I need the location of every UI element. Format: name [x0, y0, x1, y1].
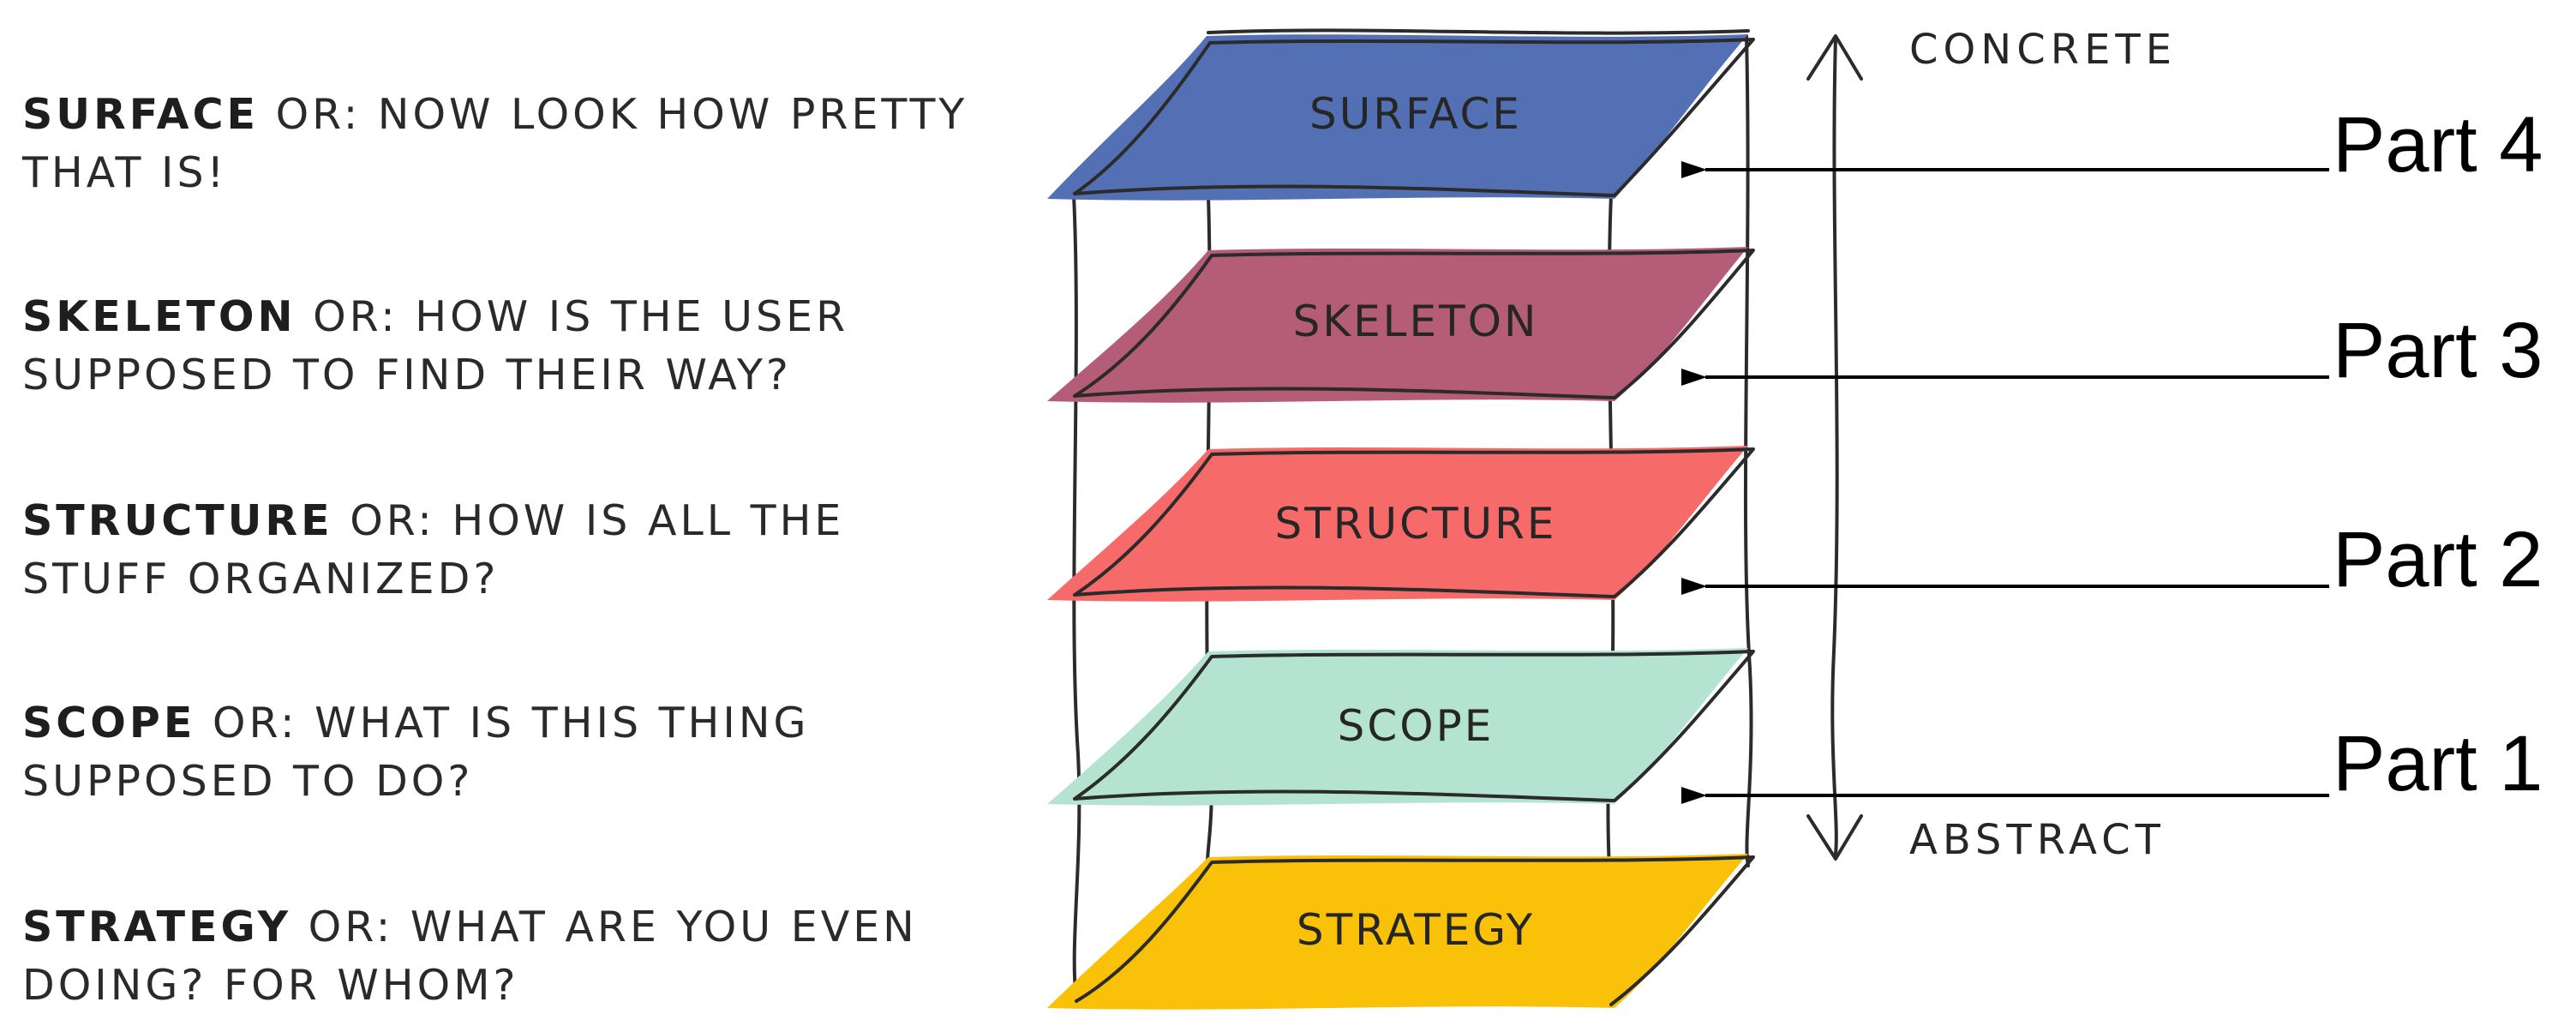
description-question: OR: WHAT IS THIS THING: [195, 699, 810, 747]
part-label: Part 4: [2333, 101, 2543, 189]
layer-label-surface: SURFACE: [1309, 89, 1522, 139]
description-skeleton: SKELETON OR: HOW IS THE USER SUPPOSED TO…: [22, 288, 1051, 405]
layer-strategy-outline: [1075, 855, 1755, 1006]
layer-planes: SURFACE SKELETON STRUCTURE SCOPE STRATEG: [1047, 34, 1755, 1010]
layer-descriptions: SURFACE OR: NOW LOOK HOW PRETTY THAT IS!…: [0, 0, 1063, 1032]
part-label: Part 2: [2333, 516, 2543, 603]
description-line-2: STUFF ORGANIZED?: [22, 555, 500, 603]
part-label: Part 3: [2333, 307, 2543, 394]
part-pointers: Part 4 Part 3 Part 2 Part 1: [1681, 101, 2543, 807]
description-term: SCOPE: [22, 699, 196, 747]
layer-plane-scope: SCOPE: [1047, 648, 1755, 806]
layer-label-strategy: STRATEGY: [1297, 905, 1535, 955]
description-line-1: STRATEGY OR: WHAT ARE YOU EVEN: [22, 898, 1051, 957]
part-pointer-3: Part 3: [1681, 307, 2543, 394]
layer-label-scope: SCOPE: [1338, 701, 1495, 751]
frame-top-edge: [1207, 28, 1750, 35]
concrete-abstract-axis: CONCRETE ABSTRACT: [1806, 26, 2177, 864]
description-line-2: THAT IS!: [22, 148, 228, 197]
layer-plane-strategy: STRATEGY: [1047, 854, 1755, 1010]
layer-strategy-shape: [1047, 854, 1748, 1010]
layer-plane-structure: STRUCTURE: [1047, 446, 1755, 602]
description-line-1: SURFACE OR: NOW LOOK HOW PRETTY: [22, 86, 1051, 144]
description-term: SURFACE: [22, 90, 260, 139]
description-term: SKELETON: [22, 292, 297, 341]
axis-shaft: [1830, 36, 1839, 855]
part-pointer-2: Part 2: [1681, 516, 2543, 603]
part-pointer-4: Part 4: [1681, 101, 2543, 189]
description-line-2: SUPPOSED TO FIND THEIR WAY?: [22, 351, 792, 399]
layer-label-structure: STRUCTURE: [1274, 499, 1556, 549]
layer-scope-shape: [1047, 648, 1748, 806]
description-scope: SCOPE OR: WHAT IS THIS THING SUPPOSED TO…: [22, 694, 1051, 811]
description-structure: STRUCTURE OR: HOW IS ALL THE STUFF ORGAN…: [22, 492, 1051, 609]
part-label: Part 1: [2333, 720, 2543, 807]
description-question: OR: NOW LOOK HOW PRETTY: [259, 90, 968, 139]
frame-left-edge: [1072, 194, 1081, 1003]
layer-label-skeleton: SKELETON: [1293, 297, 1539, 346]
description-term: STRUCTURE: [22, 496, 333, 545]
description-surface: SURFACE OR: NOW LOOK HOW PRETTY THAT IS!: [22, 86, 1051, 202]
frame-back-right-edge: [1743, 34, 1753, 867]
layer-plane-skeleton: SKELETON: [1047, 247, 1755, 403]
axis-top-label: CONCRETE: [1909, 26, 2177, 74]
description-line-1: SCOPE OR: WHAT IS THIS THING: [22, 694, 1051, 753]
layer-structure-shape: [1047, 446, 1748, 602]
layer-structure-outline: [1073, 447, 1755, 598]
part-pointer-1: Part 1: [1681, 720, 2543, 807]
description-term: STRATEGY: [22, 903, 292, 951]
description-question: OR: HOW IS THE USER: [296, 292, 849, 341]
description-question: OR: WHAT ARE YOU EVEN: [291, 903, 918, 951]
description-line-2: DOING? FOR WHOM?: [22, 961, 519, 1010]
layer-surface-outline: [1073, 38, 1755, 197]
description-strategy: STRATEGY OR: WHAT ARE YOU EVEN DOING? FO…: [22, 898, 1051, 1015]
arrow-up-icon: [1806, 34, 1863, 81]
layer-plane-surface: SURFACE: [1047, 34, 1755, 201]
layer-surface-shape: [1047, 34, 1748, 201]
arrow-down-icon: [1806, 814, 1863, 861]
layer-skeleton-outline: [1073, 249, 1755, 399]
layer-scope-outline: [1073, 650, 1755, 802]
description-line-2: SUPPOSED TO DO?: [22, 757, 474, 806]
layer-skeleton-shape: [1047, 247, 1748, 403]
axis-bottom-label: ABSTRACT: [1909, 816, 2166, 864]
description-line-1: STRUCTURE OR: HOW IS ALL THE: [22, 492, 1051, 550]
description-line-1: SKELETON OR: HOW IS THE USER: [22, 288, 1051, 346]
description-question: OR: HOW IS ALL THE: [332, 496, 845, 545]
